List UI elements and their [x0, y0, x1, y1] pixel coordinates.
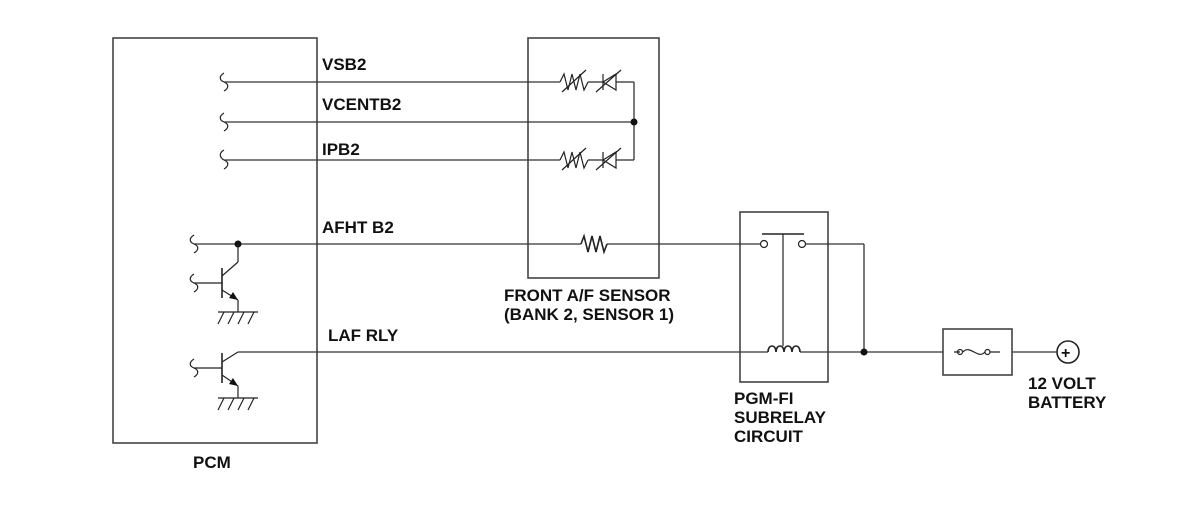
af-sensor-box	[527, 37, 660, 279]
af-sensor-label-line2: (BANK 2, SENSOR 1)	[504, 305, 674, 324]
subrelay-label-line1: PGM-FI	[734, 389, 794, 408]
relay-coil-icon	[767, 345, 801, 353]
pcm-label: PCM	[193, 453, 231, 472]
ground-icon-1	[217, 311, 258, 325]
ground-icon-2	[217, 397, 258, 411]
junction-dot-vcent	[630, 118, 638, 126]
wires	[194, 81, 1057, 353]
af-sensor-label-line1: FRONT A/F SENSOR	[504, 286, 671, 305]
sensor-cell-vsb2	[559, 69, 624, 93]
subrelay-label-line3: CIRCUIT	[734, 427, 804, 446]
battery-label-line2: BATTERY	[1028, 393, 1107, 412]
transistor-heater-driver	[194, 244, 239, 312]
pcm-box	[112, 37, 318, 444]
heater-resistor-icon	[580, 233, 608, 255]
signal-label-ipb2: IPB2	[322, 140, 360, 159]
transistor-relay-driver	[194, 351, 239, 398]
subrelay-box	[739, 211, 829, 383]
fuse-box	[942, 328, 1013, 376]
fuse-symbol	[954, 348, 1000, 356]
signal-label-vsb2: VSB2	[322, 55, 366, 74]
subrelay-label-line2: SUBRELAY	[734, 408, 827, 427]
junction-dot-relay	[860, 348, 868, 356]
signal-label-afht: AFHT B2	[322, 218, 394, 237]
signal-label-vcentb2: VCENTB2	[322, 95, 401, 114]
relay-contacts	[759, 233, 807, 346]
battery-label-line1: 12 VOLT	[1028, 374, 1096, 393]
sensor-cell-ipb2	[559, 147, 624, 171]
battery-plus-symbol: +	[1061, 345, 1070, 362]
signal-label-laf: LAF RLY	[328, 326, 399, 345]
